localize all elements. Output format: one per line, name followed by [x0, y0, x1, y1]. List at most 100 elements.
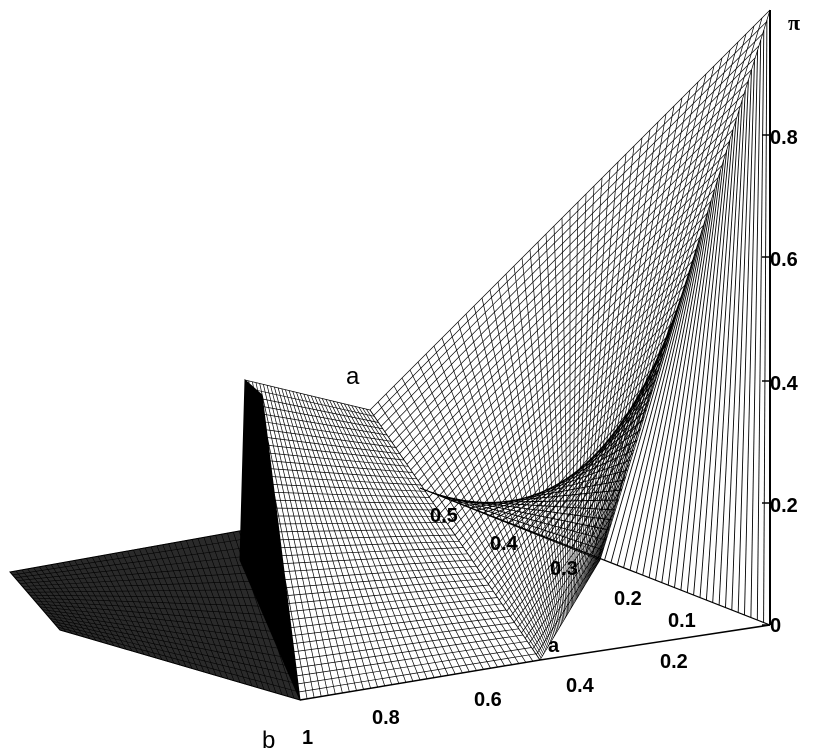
back-wall-line	[655, 189, 715, 581]
left-slope-mesh-line	[255, 443, 405, 461]
left-slope-mesh-line	[250, 411, 388, 436]
flat-mesh-line	[42, 609, 281, 641]
main-slope-mesh-line	[421, 177, 719, 487]
left-slope-mesh-line	[260, 467, 417, 480]
back-wall-line	[712, 99, 743, 603]
left-slope-mesh-line	[286, 597, 498, 621]
left-slope-mesh-line	[258, 459, 413, 473]
back-wall-line	[725, 79, 749, 608]
a-back-tick-label: 0.2	[614, 588, 642, 610]
surface-mesh	[9, 9, 771, 701]
back-wall-line	[477, 469, 628, 511]
back-wall-line	[744, 49, 759, 616]
flat-mesh-line	[22, 572, 259, 587]
back-wall-line	[686, 139, 731, 593]
b-front-tick-label: 0.8	[372, 707, 400, 729]
left-slope-mesh-line	[249, 403, 383, 430]
main-slope-mesh-line	[473, 344, 667, 563]
main-slope-mesh-line	[391, 81, 749, 443]
back-wall-line	[578, 309, 678, 551]
flat-mesh-line	[14, 546, 251, 579]
left-slope-mesh-line	[293, 628, 519, 661]
main-slope-mesh-line	[502, 440, 638, 606]
z-tick-label: 0.2	[770, 495, 798, 517]
main-slope-mesh-line	[506, 452, 634, 612]
left-slope-mesh-line	[265, 499, 434, 505]
a-back-tick-label: 0.5	[430, 505, 458, 527]
main-slope-mesh-line	[447, 260, 693, 525]
flat-mesh-line	[49, 618, 290, 667]
left-slope-mesh-line	[280, 572, 481, 589]
left-slope-mesh-line	[253, 427, 396, 448]
flat-mesh-line	[39, 606, 279, 633]
main-slope-mesh-line	[414, 153, 726, 476]
back-wall-line	[693, 129, 734, 596]
surface-a-label: a	[346, 363, 360, 390]
left-slope-mesh-line	[290, 615, 511, 645]
left-slope-mesh-line	[272, 534, 456, 541]
main-slope-mesh-line	[491, 404, 649, 590]
flat-mesh-line	[47, 615, 287, 658]
left-slope-mesh-line	[298, 653, 536, 693]
left-slope-mesh-line	[269, 522, 447, 525]
left-slope-mesh-line	[279, 565, 477, 581]
back-wall-line	[731, 69, 752, 611]
back-wall-line	[674, 159, 725, 588]
front-b-axis-line	[299, 659, 541, 701]
back-wall-line	[718, 89, 746, 606]
flat-mesh-line	[59, 629, 301, 701]
left-slope-mesh-line	[262, 483, 426, 492]
z-axis-label: π	[788, 10, 800, 35]
front-a-axis-line	[539, 624, 771, 661]
left-slope-mesh-line	[244, 379, 371, 411]
flat-mesh-line	[34, 600, 273, 616]
main-slope-mesh-line	[476, 356, 664, 568]
main-slope-mesh-line	[436, 224, 704, 509]
main-slope-mesh-line	[384, 57, 756, 432]
left-slope-mesh-line	[254, 435, 400, 455]
flat-mesh-line	[29, 594, 268, 599]
main-slope-mesh-line	[369, 9, 771, 411]
b-front-tick-label: 1	[302, 727, 313, 749]
b-front-tick-label: 0.6	[474, 689, 502, 711]
left-slope-mesh-line	[287, 603, 502, 629]
left-slope-mesh-line	[282, 578, 485, 597]
left-slope-mesh-line	[297, 647, 532, 685]
main-slope-mesh-line	[425, 189, 715, 492]
flat-mesh-line	[27, 589, 265, 593]
flat-mesh-line	[37, 603, 276, 624]
back-wall-line	[470, 479, 625, 509]
main-slope-mesh-line	[451, 272, 689, 530]
back-wall-line	[756, 29, 765, 621]
back-wall-line	[540, 369, 660, 536]
back-wall-line	[521, 399, 650, 529]
main-slope-mesh-line	[465, 320, 675, 552]
left-slope-mesh-line	[284, 590, 494, 613]
back-wall-line	[585, 299, 681, 553]
a-front-axis-label: a	[548, 635, 560, 657]
z-tick-label: 0	[770, 615, 781, 637]
z-tick-label: 0.6	[770, 249, 798, 271]
z-tick-label: 0.4	[770, 373, 799, 395]
main-slope-mesh-line	[388, 69, 752, 438]
z-tick-label: 0.8	[770, 127, 798, 149]
a-back-tick-label: 0.4	[490, 533, 519, 555]
flat-mesh-line	[52, 621, 292, 675]
left-slope-mesh-line	[295, 640, 528, 677]
back-wall-line	[667, 169, 721, 586]
main-slope-mesh-line	[410, 141, 730, 471]
main-slope-mesh-line	[521, 499, 619, 634]
axes-frame	[299, 10, 771, 701]
main-slope-mesh-line	[462, 308, 678, 547]
main-slope-mesh-line	[454, 284, 686, 536]
left-slope-mesh-line	[275, 547, 464, 557]
main-slope-mesh-line	[399, 105, 741, 454]
back-base-edge	[419, 487, 771, 626]
left-slope-mesh-line	[257, 451, 409, 467]
main-slope-mesh-line	[528, 523, 612, 644]
a-front-tick-label: 0.2	[660, 651, 688, 673]
left-slope-mesh-line	[261, 475, 422, 486]
flat-mesh-line	[54, 623, 295, 684]
back-wall-line	[705, 109, 740, 601]
b-axis-label: b	[262, 727, 275, 751]
